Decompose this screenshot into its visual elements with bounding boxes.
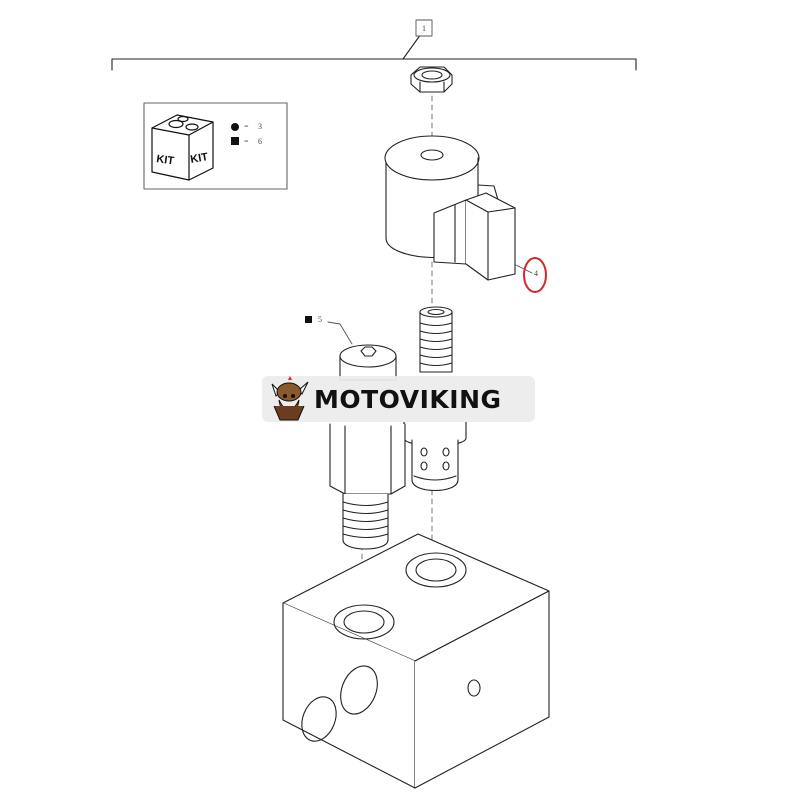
- block-port-small: [467, 679, 481, 697]
- relief-valve: [329, 344, 406, 550]
- assembly-callout-number: 1: [422, 24, 426, 33]
- watermark-brand: MOTOVIKING: [314, 384, 502, 414]
- viking-logo-icon: [271, 376, 309, 421]
- coil-callout-number: 4: [534, 269, 538, 278]
- valve-block: [282, 533, 550, 789]
- cartridge-valve: [403, 306, 467, 491]
- assembly-callout-box: 1: [415, 19, 433, 37]
- highlight-circle: [523, 257, 547, 293]
- kit-box: KIT KIT = 3 = 6: [143, 102, 288, 190]
- solenoid-coil: [384, 135, 516, 281]
- kit-legend: = 3 = 6: [231, 122, 262, 146]
- assembly-bracket: [111, 33, 637, 71]
- watermark-banner: MOTOVIKING: [262, 376, 535, 422]
- kit-legend-square-ref: 6: [258, 137, 262, 146]
- square-part-marker: [305, 316, 312, 323]
- block-port-top-right: [405, 552, 467, 588]
- kit-label-left: KIT: [156, 153, 175, 167]
- coil-connector: [433, 192, 516, 281]
- block-port-side-upper: [340, 665, 378, 715]
- kit-label-right: KIT: [189, 151, 209, 166]
- round-part-icon: [231, 123, 239, 131]
- screw-callout-number: 5: [318, 315, 322, 324]
- screw-callout: 5: [305, 315, 353, 345]
- kit-icon: KIT KIT: [151, 114, 214, 181]
- hex-nut: [410, 66, 453, 93]
- coil-callout: 4: [515, 257, 547, 293]
- kit-legend-eq-round: =: [244, 122, 249, 131]
- kit-legend-eq-square: =: [244, 137, 249, 146]
- block-port-top-left: [333, 604, 395, 640]
- square-part-icon: [231, 137, 239, 145]
- kit-legend-round-ref: 3: [258, 122, 262, 131]
- block-port-side-lower: [301, 696, 337, 742]
